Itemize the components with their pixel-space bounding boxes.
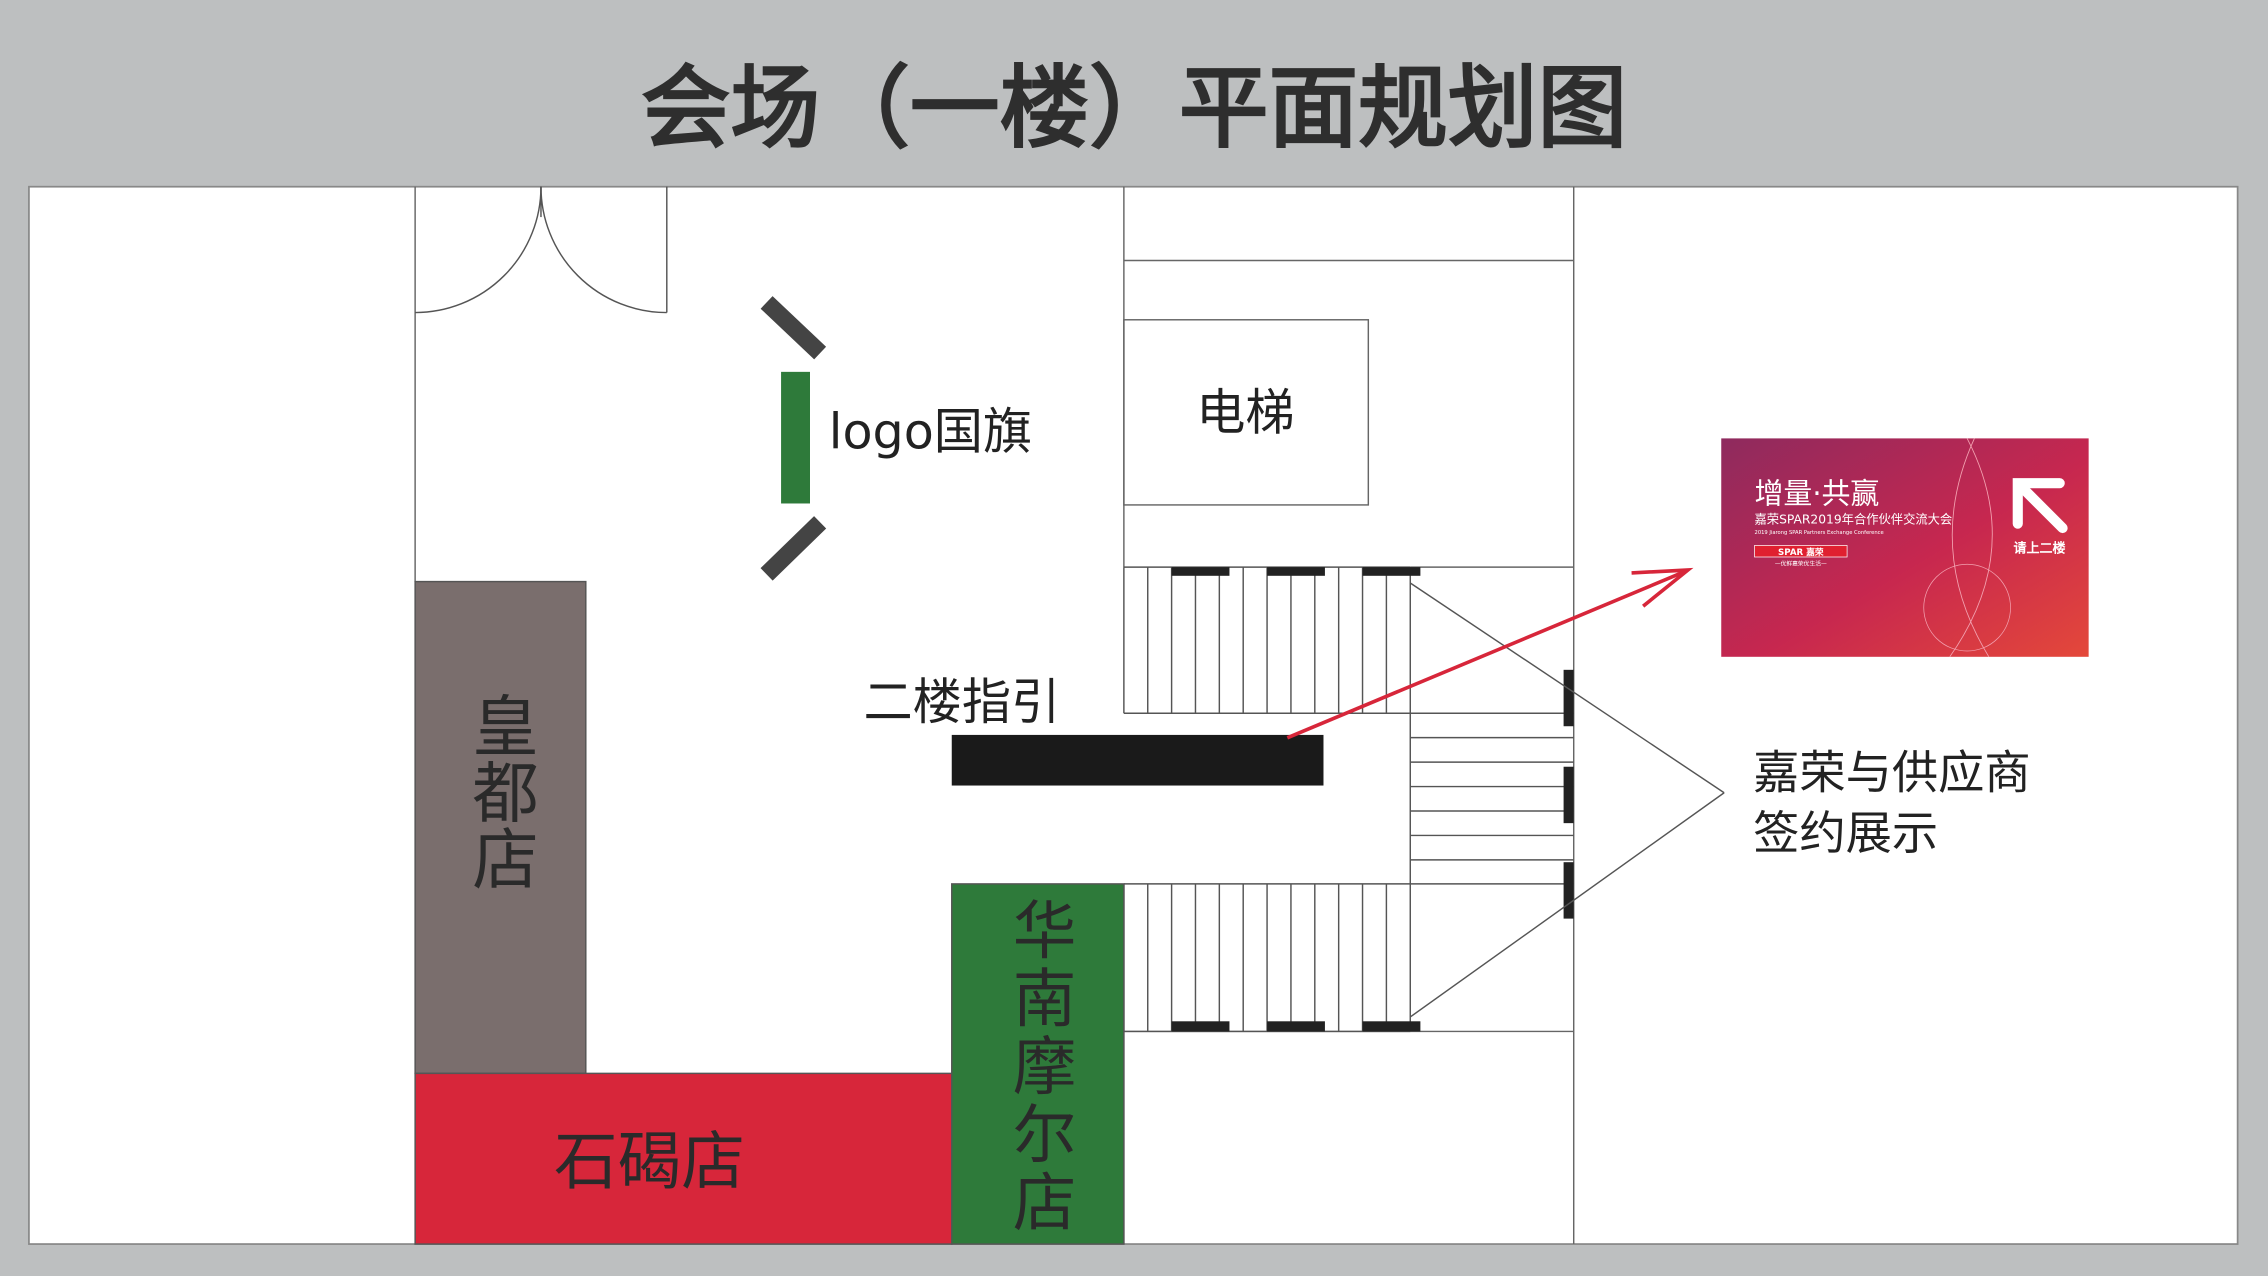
store-huanan-mall (951, 883, 1125, 1245)
elevator (1123, 319, 1370, 506)
store-huanan-label: 华南摩尔店 (1002, 897, 1076, 1237)
second-floor-guide-sign (951, 734, 1324, 786)
store-huangdu-label: 皇都店 (461, 692, 539, 892)
signing-label-line1: 嘉荣与供应商 (1753, 745, 2031, 799)
arrow-up-left-icon (2012, 478, 2068, 534)
store-shijie (414, 1072, 953, 1245)
venue-frame (28, 185, 2239, 1245)
store-huangdu (414, 580, 587, 1075)
elevator-label: 电梯 (1196, 384, 1294, 442)
flag-stand (760, 296, 827, 581)
guide-sign-preview: 增量·共赢 嘉荣SPAR2019年合作伙伴交流大会 2019 Jiarong S… (1721, 438, 2089, 658)
sign-subtitle: 嘉荣SPAR2019年合作伙伴交流大会 (1755, 512, 1953, 527)
sign-slogan: —优鲜嘉荣优生活— (1775, 560, 1827, 568)
signing-label-line2: 签约展示 (1753, 806, 1938, 860)
red-arrow (1286, 567, 1694, 740)
sign-logo: SPAR 嘉荣 (1778, 546, 1824, 558)
flag-label: logo国旗 (829, 403, 1032, 461)
signing-pointer-lines (1409, 582, 1725, 1018)
store-shijie-label: 石碣店 (554, 1125, 745, 1199)
stair-markers (1171, 567, 1574, 1032)
page-title: 会场（一楼）平面规划图 (641, 57, 1627, 161)
sign-direction: 请上二楼 (2013, 541, 2065, 557)
second-floor-guide-label: 二楼指引 (864, 673, 1061, 731)
sign-english: 2019 Jiarong SPAR Partners Exchange Conf… (1755, 530, 1884, 536)
entrance-door (415, 186, 668, 314)
sign-headline: 增量·共赢 (1755, 476, 1880, 510)
